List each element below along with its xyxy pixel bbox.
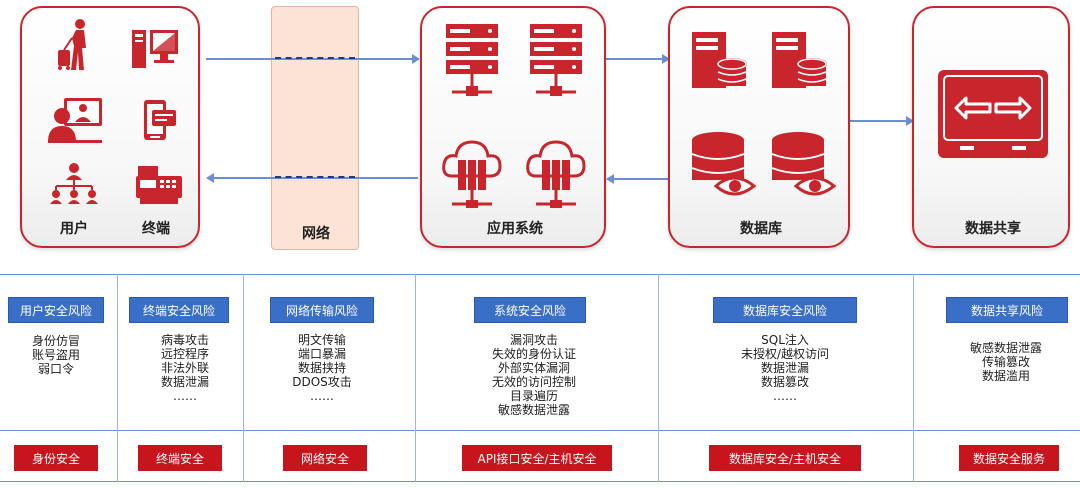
database-card: 数据库	[668, 6, 850, 248]
risk-item: 敏感数据泄露	[497, 403, 570, 417]
col-divider	[243, 274, 244, 482]
desktop-computer-icon	[132, 30, 178, 68]
security-button[interactable]: 数据库安全/主机安全	[709, 445, 861, 471]
risk-item: 数据泄漏	[160, 375, 209, 389]
network-zone: 网络	[271, 6, 359, 250]
db-server-icon	[692, 32, 747, 88]
mobile-chat-icon	[144, 100, 176, 140]
db-monitor-icon	[691, 132, 756, 196]
traveler-icon	[58, 19, 86, 70]
arrow-db-to-share	[850, 116, 914, 126]
risk-item: 数据滥用	[981, 369, 1030, 383]
pos-terminal-icon	[136, 166, 182, 204]
col-divider	[415, 274, 416, 482]
network-label: 网络	[302, 226, 330, 242]
risk-list: 敏感数据泄露 传输篡改 数据滥用	[940, 341, 1072, 383]
table-mid-line	[0, 430, 1080, 431]
datashare-label: 数据共享	[965, 221, 1021, 237]
risk-title: 系统安全风险	[474, 297, 586, 323]
table-bottom-line	[0, 481, 1080, 482]
security-button[interactable]: API接口安全/主机安全	[462, 445, 612, 471]
risk-item: 传输篡改	[981, 355, 1030, 369]
security-button[interactable]: 网络安全	[283, 445, 367, 471]
risk-item: ……	[773, 389, 797, 403]
datashare-card: 数据共享	[912, 6, 1070, 248]
risk-item: 无效的访问控制	[491, 375, 576, 389]
risk-title: 数据库安全风险	[713, 297, 857, 323]
risk-item: ……	[173, 389, 197, 403]
risk-title: 用户安全风险	[8, 297, 104, 323]
arrow-db-to-app	[606, 174, 668, 184]
cloud-server-icon	[526, 140, 586, 208]
risk-item: 非法外联	[160, 361, 209, 375]
risk-item: 未授权/越权访问	[740, 347, 830, 361]
risk-item: 弱口令	[37, 362, 74, 376]
risk-item: 数据泄漏	[760, 361, 809, 375]
risk-item: 账号盗用	[31, 348, 80, 362]
risk-item: 敏感数据泄露	[969, 341, 1042, 355]
col-divider	[658, 274, 659, 482]
cloud-server-icon	[442, 140, 502, 208]
risk-title: 终端安全风险	[129, 297, 229, 323]
risk-list: 明文传输 端口暴漏 数据挟持 DDOS攻击 ……	[270, 333, 374, 403]
risk-item: DDOS攻击	[292, 375, 352, 389]
terminal-label: 终端	[142, 221, 170, 237]
risk-item: 身份仿冒	[31, 334, 80, 348]
user-label: 用户	[60, 221, 88, 237]
video-conference-icon	[48, 98, 102, 143]
risk-item: 数据挟持	[297, 361, 346, 375]
risk-item: 失效的身份认证	[491, 347, 576, 361]
col-divider	[913, 274, 914, 482]
arrow-app-to-db	[606, 54, 670, 64]
risk-item: 端口暴漏	[297, 347, 346, 361]
user-terminal-card: 用户 终端	[20, 6, 200, 248]
risk-item: 远控程序	[160, 347, 209, 361]
risk-item: 目录遍历	[509, 389, 558, 403]
network-dash-upper	[275, 57, 355, 59]
risk-item: ……	[310, 389, 334, 403]
risk-title: 网络传输风险	[270, 297, 374, 323]
risk-list: SQL注入 未授权/越权访问 数据泄漏 数据篡改 ……	[713, 333, 857, 403]
risk-list: 身份仿冒 账号盗用 弱口令	[8, 334, 104, 376]
risk-list: 病毒攻击 远控程序 非法外联 数据泄漏 ……	[129, 333, 241, 403]
table-top-line	[0, 274, 1080, 275]
database-label: 数据库	[740, 221, 782, 237]
security-button[interactable]: 终端安全	[138, 445, 222, 471]
risk-table	[0, 274, 1080, 488]
db-server-icon	[772, 32, 827, 88]
risk-list: 漏洞攻击 失效的身份认证 外部实体漏洞 无效的访问控制 目录遍历 敏感数据泄露	[464, 333, 604, 417]
appsys-label: 应用系统	[487, 221, 543, 237]
appsys-card: 应用系统	[420, 6, 606, 248]
risk-item: 病毒攻击	[160, 333, 209, 347]
db-monitor-icon	[771, 132, 836, 196]
security-button[interactable]: 数据安全服务	[959, 445, 1059, 471]
network-dash-lower	[275, 176, 355, 178]
risk-item: 漏洞攻击	[509, 333, 558, 347]
arrow-user-to-app	[206, 54, 420, 64]
risk-item: 外部实体漏洞	[497, 361, 570, 375]
risk-title: 数据共享风险	[946, 297, 1068, 323]
security-button[interactable]: 身份安全	[14, 445, 98, 471]
server-rack-icon	[446, 24, 498, 96]
risk-item: 明文传输	[297, 333, 346, 347]
risk-item: 数据篡改	[760, 375, 809, 389]
server-rack-icon	[530, 24, 582, 96]
org-chart-icon	[50, 163, 98, 204]
arrow-app-to-user	[206, 173, 418, 183]
data-exchange-icon	[938, 70, 1048, 158]
risk-item: SQL注入	[761, 333, 809, 347]
col-divider	[117, 274, 118, 482]
